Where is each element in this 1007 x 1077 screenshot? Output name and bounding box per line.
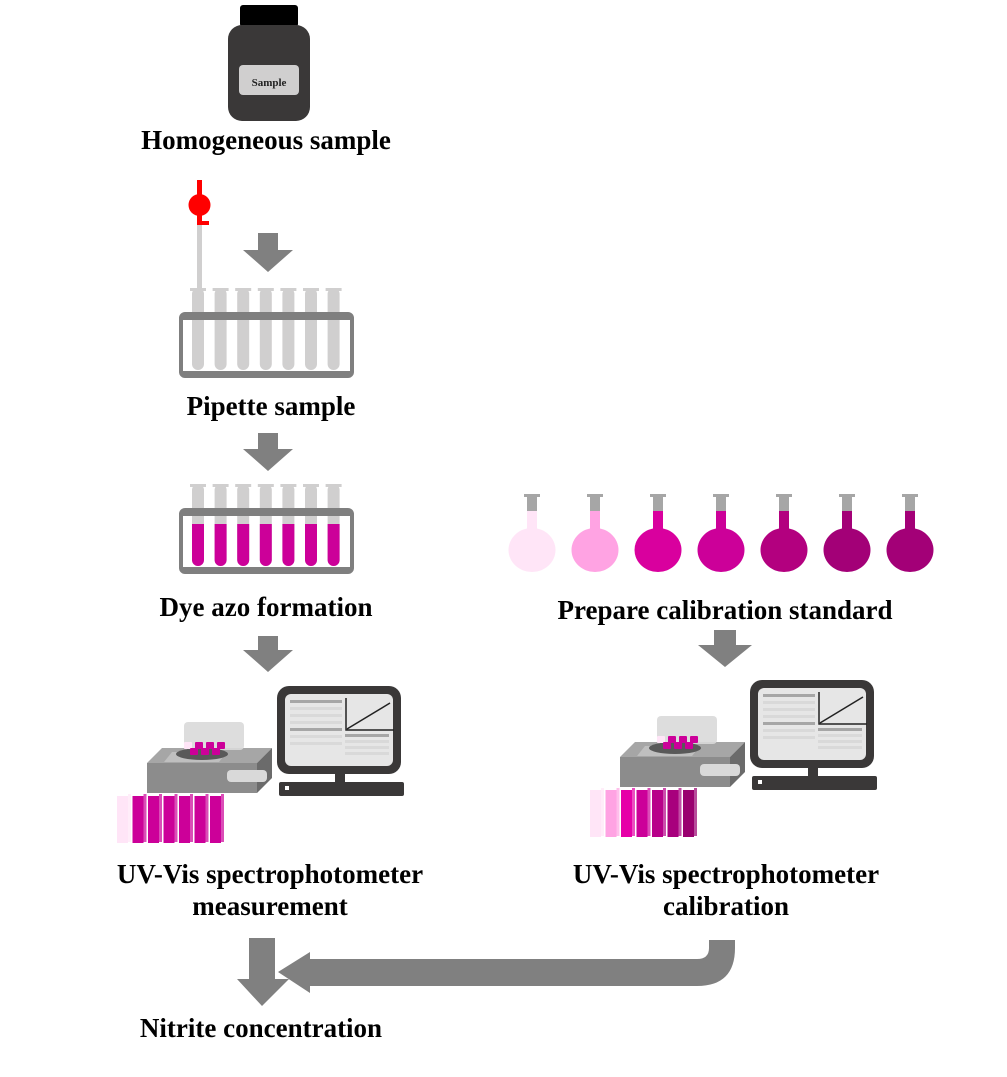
arrow-down-icon	[243, 433, 293, 471]
volumetric-flask	[508, 494, 556, 572]
test-tube	[190, 484, 206, 566]
volumetric-flask	[697, 494, 745, 572]
volumetric-flask	[823, 494, 871, 572]
sample-jar-icon: Sample	[228, 5, 310, 121]
test-tube	[325, 288, 342, 370]
cuvette	[194, 794, 209, 843]
curved-arrow-left-icon	[278, 940, 735, 993]
test-tube	[280, 288, 297, 370]
cuvette	[621, 788, 635, 837]
cuvette	[148, 794, 162, 843]
arrow-down-icon	[698, 630, 752, 667]
cuvette	[652, 788, 666, 837]
test-tube	[257, 484, 274, 566]
label-nitrite-concentration: Nitrite concentration	[139, 1013, 383, 1043]
test-tube	[190, 288, 206, 370]
cuvette	[605, 788, 620, 837]
pipette-icon	[188, 180, 211, 317]
label-uvvis-measurement-line2: measurement	[192, 891, 348, 922]
cuvette	[210, 794, 224, 843]
label-uvvis-calibration-line2: calibration	[663, 891, 789, 922]
jar-label-text: Sample	[252, 77, 287, 89]
test-tube	[212, 484, 229, 566]
cuvette	[117, 794, 131, 843]
label-dye-azo-formation: Dye azo formation	[159, 592, 373, 622]
cuvette	[683, 788, 697, 837]
test-tube	[235, 484, 252, 566]
volumetric-flask	[760, 494, 808, 572]
cuvette	[590, 788, 604, 837]
label-uvvis-measurement-line1: UV-Vis spectrophotometer	[116, 859, 424, 889]
test-tube	[303, 288, 319, 370]
arrow-down-icon	[243, 233, 293, 272]
test-tube	[212, 288, 229, 370]
calibration-flasks	[508, 494, 934, 572]
volumetric-flask	[886, 494, 934, 572]
test-tube	[303, 484, 319, 566]
test-tube-rack-dye	[179, 484, 354, 574]
label-homogeneous-sample: Homogeneous sample	[141, 125, 391, 155]
test-tube	[235, 288, 252, 370]
label-uvvis-calibration-line1: UV-Vis spectrophotometer	[572, 859, 880, 889]
label-prepare-calibration-standard: Prepare calibration standard	[557, 595, 893, 625]
label-pipette-sample: Pipette sample	[186, 391, 356, 421]
cuvette	[179, 794, 193, 843]
label-uvvis-measurement: UV-Vis spectrophotometer measurement	[60, 858, 480, 923]
cuvette	[163, 794, 178, 843]
volumetric-flask	[634, 494, 682, 572]
cuvette	[132, 794, 147, 843]
arrow-down-icon	[243, 636, 293, 672]
spectrophotometer-measurement-icon	[117, 686, 404, 843]
test-tube	[257, 288, 274, 370]
label-uvvis-calibration: UV-Vis spectrophotometer calibration	[516, 858, 936, 923]
test-tube	[325, 484, 342, 566]
test-tube-rack-empty	[179, 288, 354, 378]
cuvette	[667, 788, 682, 837]
test-tube	[280, 484, 297, 566]
spectrophotometer-calibration-icon	[590, 680, 877, 837]
volumetric-flask	[571, 494, 619, 572]
cuvette	[636, 788, 651, 837]
arrow-down-icon	[237, 938, 289, 1006]
